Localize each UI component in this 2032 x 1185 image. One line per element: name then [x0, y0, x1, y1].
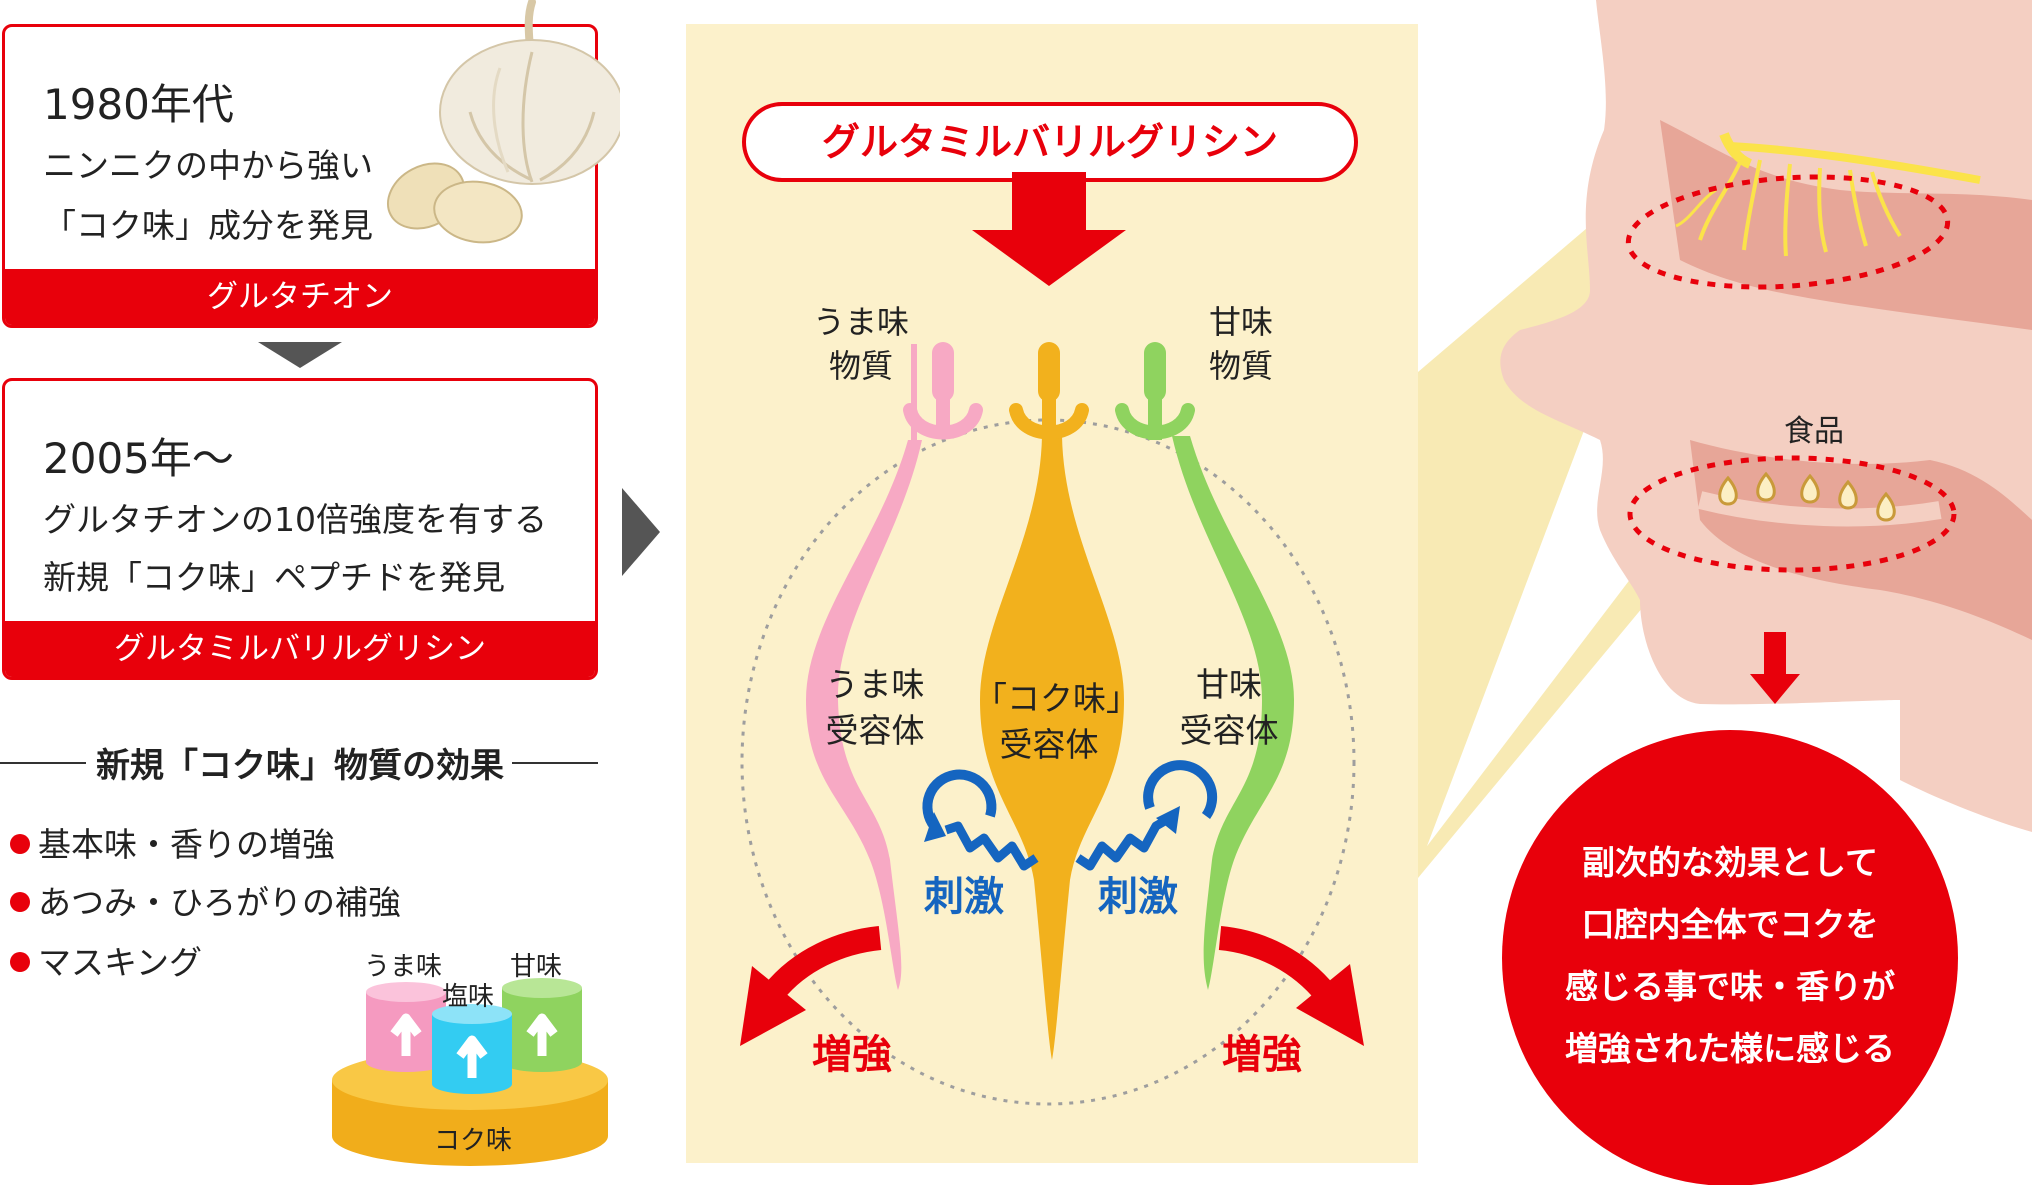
enhance-label-right: 増強: [1222, 1032, 1302, 1078]
food-label: 食品: [1784, 414, 1844, 449]
taste-cylinders-illustration: [332, 978, 608, 1166]
sweet-receptor-shape: [1115, 342, 1294, 990]
history-card-2005: 2005年～ グルタチオンの10倍強度を有する 新規「コク味」ペプチドを発見 グ…: [2, 378, 598, 680]
cylinder-label-koku: コク味: [434, 1126, 513, 1156]
effect-item: マスキング: [10, 936, 202, 984]
card-text-line: ニンニクの中から強い: [43, 146, 373, 185]
mouth-highlight-outline: [1627, 455, 1957, 573]
stimulus-label-left: 刺激: [924, 874, 1004, 920]
food-drops-icon: [1718, 471, 1896, 522]
divider-line: [512, 762, 598, 764]
enhance-arrow-left-icon: [740, 926, 882, 1046]
mouth-illustration: [1418, 0, 2032, 1185]
receptor-diagram: [740, 172, 1364, 1106]
cylinder-label-umami: うま味: [364, 952, 443, 982]
card-footer-gvg: グルタミルバリルグリシン: [5, 621, 595, 677]
umami-receptor-shape: [806, 342, 983, 990]
olfactory-nerve-icon: [1675, 132, 1981, 257]
gvg-title-pill: グルタミルバリルグリシン: [742, 102, 1358, 182]
garlic-illustration: [386, 0, 620, 244]
down-arrow-icon: [258, 342, 342, 368]
stimulus-arrow-right-icon: [1075, 760, 1218, 871]
stimulus-arrow-left-icon: [922, 769, 1039, 871]
card-year: 1980年代: [43, 80, 234, 129]
effect-item: あつみ・ひろがりの補強: [10, 876, 401, 924]
sweet-substance-label: 甘味物質: [1208, 303, 1273, 385]
nose-highlight-outline: [1625, 174, 1951, 290]
cylinder-label-sweet: 甘味: [510, 952, 563, 982]
right-arrow-icon: [622, 488, 660, 576]
card-text-line: グルタチオンの10倍強度を有する: [43, 500, 547, 539]
down-arrow-icon: [972, 172, 1126, 286]
enhance-arrow-right-icon: [1218, 926, 1364, 1046]
cylinder-label-salt: 塩味: [442, 982, 495, 1012]
card-text-line: 新規「コク味」ペプチドを発見: [43, 558, 505, 597]
umami-substance-label: うま味物質: [812, 303, 909, 385]
result-text: 副次的な効果として 口腔内全体でコクを 感じる事で味・香りが 増強された様に感じ…: [1565, 843, 1895, 1068]
cell-outline: [740, 418, 1356, 1106]
bullet-icon: [10, 952, 30, 972]
bullet-icon: [10, 834, 30, 854]
zoom-beam-lower: [1418, 540, 1672, 878]
koku-receptor-label: 「コク味」受容体: [974, 679, 1139, 764]
effects-title: 新規「コク味」物質の効果: [96, 746, 504, 786]
umami-receptor-label: うま味受容体: [825, 665, 925, 750]
koku-receptor-shape: [980, 342, 1124, 1060]
card-footer-glutathione: グルタチオン: [5, 269, 595, 325]
divider-line: [0, 762, 86, 764]
card-text-line: 「コク味」成分を発見: [43, 206, 373, 245]
result-circle: [1502, 730, 1958, 1185]
enhance-label-left: 増強: [812, 1032, 892, 1078]
card-year: 2005年～: [43, 434, 234, 483]
result-arrow-icon: [1750, 632, 1800, 704]
bullet-icon: [10, 892, 30, 912]
sweet-receptor-label: 甘味受容体: [1179, 665, 1279, 750]
effect-item: 基本味・香りの増強: [10, 818, 335, 866]
stimulus-label-right: 刺激: [1098, 874, 1178, 920]
